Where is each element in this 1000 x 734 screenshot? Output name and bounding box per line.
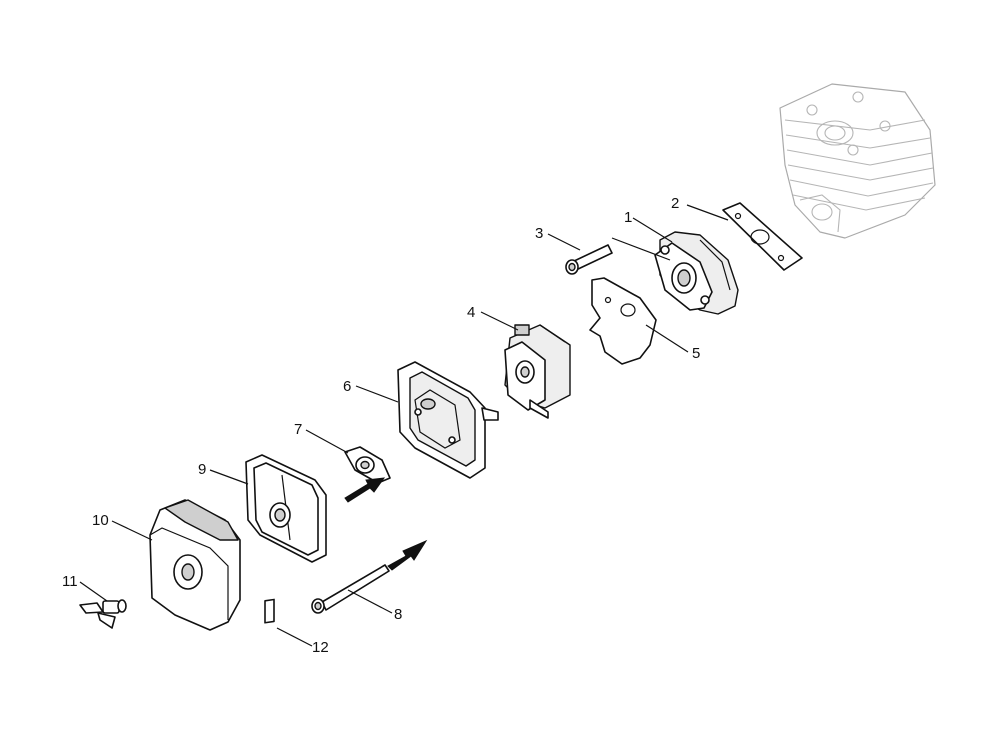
callout-4: 4 (467, 304, 475, 321)
callout-5: 5 (692, 345, 700, 362)
callout-3: 3 (535, 225, 543, 242)
callout-2: 2 (671, 195, 679, 212)
part-9-filter-element (245, 454, 327, 563)
callout-1: 1 (624, 209, 632, 226)
part-3-bolt (565, 244, 613, 275)
callout-11: 11 (62, 573, 78, 590)
callout-8: 8 (394, 606, 402, 623)
cylinder-ghost (779, 83, 936, 239)
flow-arrow-large-icon (387, 539, 428, 571)
part-5-gasket (589, 277, 657, 365)
part-4-carburetor (504, 324, 571, 419)
callout-6: 6 (343, 378, 351, 395)
part-11-wing-nut (79, 599, 127, 629)
part-2-gasket (722, 202, 803, 271)
callout-9: 9 (198, 461, 206, 478)
part-12-label (264, 598, 275, 624)
part-10-filter-cover (149, 499, 241, 631)
part-7-choke-plate (344, 446, 391, 484)
callout-12: 12 (312, 639, 329, 656)
callout-10: 10 (92, 512, 109, 529)
flow-arrow-small-icon (344, 477, 386, 503)
part-6-filter-base (397, 361, 499, 479)
part-8-long-bolt (311, 564, 390, 614)
leader-lines (79, 204, 729, 647)
callout-7: 7 (294, 421, 302, 438)
part-1-manifold (654, 231, 739, 315)
